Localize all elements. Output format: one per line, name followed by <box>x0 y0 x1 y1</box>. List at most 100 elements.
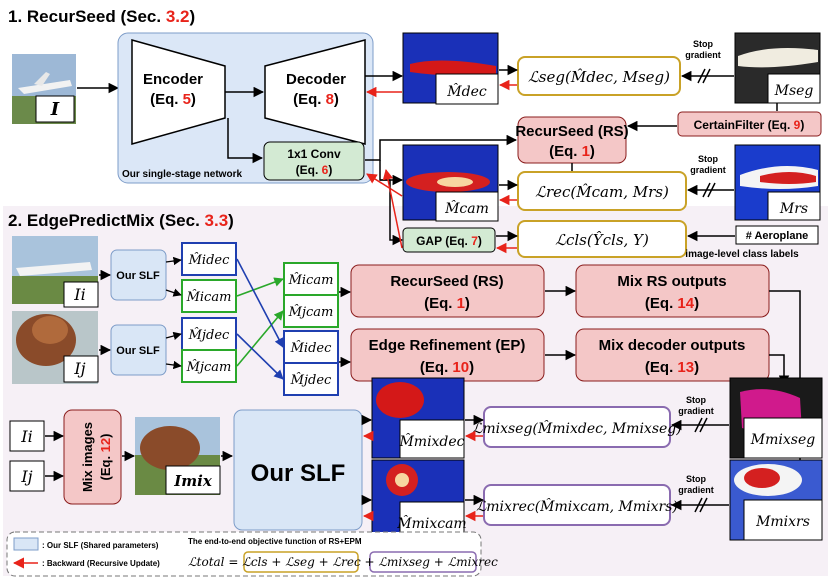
legend-backward: : Backward (Recursive Update) <box>42 559 160 568</box>
arrow-mixdec-Mseg <box>769 354 790 387</box>
map-Mcam-mix: M̂mixcam <box>371 459 467 541</box>
label-Ii-bottom: Ii <box>20 427 32 446</box>
class-labels-caption: image-level class labels <box>685 249 799 260</box>
conv-eq: (Eq. 6) <box>296 163 333 177</box>
loss-seg-mix: ℒmixseg(M̂mixdec, Mmixseg) <box>472 419 681 437</box>
label-Mcam-j: M̂jcam <box>186 359 232 375</box>
certainfilter-label: CertainFilter (Eq. 9) <box>694 118 805 132</box>
label-Ij: Ij <box>73 359 85 378</box>
stop-gradient-mark-3 <box>694 417 708 433</box>
encoder-eq: (Eq. 5) <box>150 91 196 108</box>
loss-rec-mix: ℒmixrec(M̂mixcam, Mmixrs) <box>476 497 678 515</box>
box2-Mcam-i <box>283 262 339 296</box>
label-Ij-bottom: Ij <box>20 467 32 486</box>
epm-rs-label: RecurSeed (RS) <box>390 273 503 290</box>
label-Mcam-i: M̂icam <box>186 289 232 305</box>
box-Mcam-j <box>181 349 237 383</box>
epm-rs-eq: (Eq. 1) <box>424 295 470 312</box>
slf-label-j: Our SLF <box>116 345 160 357</box>
mix-dec-label: Mix decoder outputs <box>599 337 746 354</box>
slf-big-box <box>233 409 363 531</box>
label-Mrs-mix: Mmixrs <box>755 514 810 530</box>
decoder-block <box>264 39 366 145</box>
arrow-cross-cam-i <box>236 277 284 297</box>
label-Mdec-j: M̂jdec <box>188 327 230 343</box>
gap-label: GAP (Eq. 7) <box>416 234 482 248</box>
backward-arrow-gap <box>382 168 403 249</box>
map-Mseg-mix: Mmixseg <box>729 377 823 459</box>
stop-gradient-3b: gradient <box>678 406 714 416</box>
label-M-seg: Mseg <box>774 83 814 99</box>
stop-gradient-1a: Stop <box>693 39 713 49</box>
legend-shared: : Our SLF (Shared parameters) <box>42 541 159 550</box>
arrow-conv-Mcam <box>379 160 404 186</box>
map-Mdec-mix: M̂mixdec <box>371 377 465 459</box>
arrow-slf-Mcam-i <box>165 288 182 297</box>
loss-cls: ℒcls(Ŷcls, Y) <box>555 231 649 249</box>
arrow-conv-rs <box>365 134 518 161</box>
arrow-cross-dec-j <box>236 333 284 380</box>
class-label-aeroplane: # Aeroplane <box>746 230 809 242</box>
stop-gradient-mark-1 <box>697 68 711 84</box>
label2-Mcam-j: M̂jcam <box>288 304 334 320</box>
loss-seg: ℒseg(M̂dec, Mseg) <box>528 68 670 86</box>
mix-rs-eq: (Eq. 14) <box>645 295 699 312</box>
label-I: I <box>50 99 60 120</box>
box-Mcam-i <box>181 279 237 313</box>
map-M-cam: M̂cam <box>402 144 499 222</box>
legend-total: ℒtotal = ℒcls + ℒseg + ℒrec + ℒmixseg + … <box>188 555 498 569</box>
label-M-dec: M̂dec <box>446 82 487 100</box>
backward-arrow-conv <box>366 173 403 197</box>
section1-title: 1. RecurSeed (Sec. 3.2) <box>8 7 195 26</box>
legend-gold-group <box>243 551 359 573</box>
input-image-Ij: Ij <box>12 311 99 384</box>
label2-Mcam-i: M̂icam <box>288 272 334 288</box>
loss-seg-box <box>517 56 681 96</box>
mix-rs-label: Mix RS outputs <box>617 273 726 290</box>
conv-block <box>263 141 365 181</box>
arrow-slf-Mcam-j <box>165 360 182 370</box>
mix-images-eq: (Eq. 12) <box>98 434 113 481</box>
stop-gradient-mark-4 <box>694 497 708 513</box>
box2-Mdec-i <box>283 330 339 364</box>
conv-label: 1x1 Conv <box>287 147 341 161</box>
stop-gradient-4b: gradient <box>678 485 714 495</box>
box-Mdec-i <box>181 242 237 276</box>
label2-Mdec-j: M̂jdec <box>290 372 332 388</box>
encoder-label: Encoder <box>143 71 203 88</box>
arrow-cross-dec-i <box>236 258 284 348</box>
label-Mdec-mix: M̂mixdec <box>398 432 464 450</box>
map-M-rs: Mrs <box>734 144 821 221</box>
box-Ij-bottom <box>9 460 45 492</box>
stop-gradient-2a: Stop <box>698 154 718 164</box>
loss-rec-box <box>517 171 687 211</box>
label-Mcam-mix: M̂mixcam <box>396 514 466 532</box>
arrow-encoder-conv <box>227 118 264 164</box>
input-image-I: I <box>12 54 76 124</box>
certainfilter-box <box>677 111 822 137</box>
map-M-dec: M̂dec <box>402 32 499 105</box>
mix-images-box <box>63 409 122 505</box>
stop-gradient-3a: Stop <box>686 395 706 405</box>
arrow-cross-cam-j <box>236 310 284 367</box>
label-M-rs: Mrs <box>779 201 808 217</box>
slf-big-label: Our SLF <box>251 460 346 487</box>
decoder-eq: (Eq. 8) <box>293 91 339 108</box>
mix-images-label: Mix images <box>80 422 95 492</box>
epm-ep-label: Edge Refinement (EP) <box>369 337 526 354</box>
box2-Mcam-j <box>283 294 339 328</box>
label-Mseg-mix: Mmixseg <box>750 432 815 448</box>
arrow-slf-Mdec-j <box>165 331 182 341</box>
mix-dec-eq: (Eq. 13) <box>645 359 699 376</box>
stop-gradient-1b: gradient <box>685 50 721 60</box>
legend-objective-title: The end-to-end objective function of RS+… <box>188 537 362 546</box>
loss-rec: ℒrec(M̂cam, Mrs) <box>535 183 669 201</box>
class-label-box <box>735 225 819 245</box>
section2-title: 2. EdgePredictMix (Sec. 3.3) <box>8 211 234 230</box>
label-Ii: Ii <box>73 285 85 304</box>
image-Imix: Imix <box>135 417 221 495</box>
stop-gradient-4a: Stop <box>686 474 706 484</box>
map-Mrs-mix: Mmixrs <box>729 459 823 541</box>
stop-gradient-mark-2 <box>702 182 716 198</box>
recurseed-eq: (Eq. 1) <box>549 143 595 160</box>
